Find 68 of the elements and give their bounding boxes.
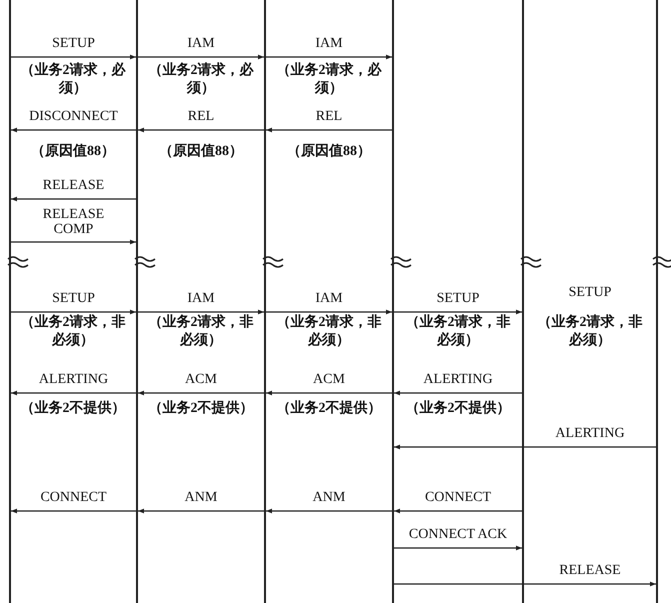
message-arrow [394,508,522,514]
lifeline [136,0,138,603]
message-label: REL [188,109,214,124]
message-label: ACM [185,372,217,387]
message-label: ALERTING [38,372,108,387]
message-label: REL [316,109,342,124]
message-label: RELEASE COMP [42,207,104,237]
message-arrow [394,310,522,314]
message-label: IAM [315,291,343,306]
parameter-note: （业务2请求，必须） [148,63,254,96]
message-label: RELEASE [42,178,104,193]
message-arrow [11,390,136,396]
message-label: DISCONNECT [29,109,118,124]
message-arrow [11,240,136,244]
message-arrow [11,508,136,514]
parameter-note: （业务2请求，非必须） [20,315,126,348]
message-arrow [138,128,264,132]
message-arrow [394,444,656,450]
message-label: SETUP [436,291,480,306]
message-arrow [138,310,264,314]
message-label: IAM [187,36,215,51]
message-arrow [266,128,392,132]
parameter-note: （业务2不提供） [20,401,126,416]
message-label: ACM [313,372,345,387]
parameter-note: （原因值88） [287,144,371,159]
lifeline [656,0,658,603]
parameter-note: （原因值88） [31,144,115,159]
lifeline [522,0,524,603]
parameter-note: （业务2不提供） [148,401,254,416]
message-label: CONNECT ACK [408,527,508,542]
message-arrow [394,582,656,586]
message-arrow [266,310,392,314]
message-arrow [11,128,136,132]
message-label: CONNECT [40,490,107,505]
message-label: RELEASE [559,563,621,578]
parameter-note: （业务2请求，非必须） [538,315,642,348]
parameter-note: （业务2请求，非必须） [148,315,254,348]
message-label: SETUP [52,291,95,306]
lifeline [9,0,11,603]
lifeline [264,0,266,603]
message-arrow [394,546,522,550]
message-label: SETUP [568,285,612,300]
message-arrow [266,390,392,396]
lifeline [392,0,394,603]
message-arrow [266,508,392,514]
message-label: ALERTING [423,372,493,387]
parameter-note: （业务2请求，必须） [276,63,382,96]
parameter-note: （业务2请求，非必须） [276,315,382,348]
parameter-note: （业务2请求，非必须） [406,315,510,348]
message-arrow [11,196,136,202]
message-arrow [394,390,522,396]
message-arrow [11,54,136,60]
parameter-note: （业务2不提供） [276,401,382,416]
message-arrow [266,54,392,60]
message-arrow [138,390,264,396]
parameter-note: （业务2不提供） [406,401,510,416]
parameter-note: （业务2请求，必须） [20,63,126,96]
message-arrow [138,508,264,514]
message-label: ANM [312,490,346,505]
message-label: SETUP [52,36,95,51]
message-label: IAM [187,291,215,306]
message-arrow [11,310,136,314]
parameter-note: （原因值88） [159,144,243,159]
message-label: CONNECT [424,490,492,505]
message-label: IAM [315,36,343,51]
message-label: ALERTING [555,426,625,441]
message-label: ANM [184,490,218,505]
message-arrow [138,54,264,60]
